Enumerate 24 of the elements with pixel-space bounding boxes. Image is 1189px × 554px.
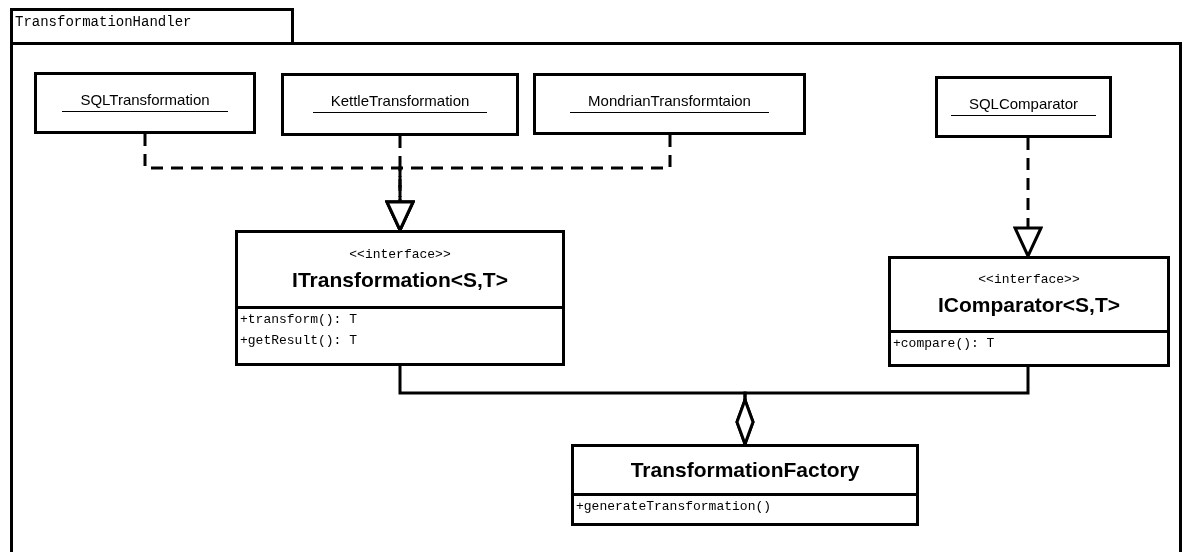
method: +compare(): T xyxy=(893,336,996,351)
stereotype: <<interface>> xyxy=(978,272,1080,287)
package-name: TransformationHandler xyxy=(10,8,294,42)
class-box xyxy=(281,73,519,136)
interface-name: IComparator<S,T> xyxy=(937,293,1121,317)
interface-name: ITransformation<S,T> xyxy=(292,268,508,292)
class-name: TransformationFactory xyxy=(630,458,860,482)
class-box xyxy=(935,76,1112,138)
class-name: MondrianTransformtaion xyxy=(570,91,769,113)
class-name: SQLTransformation xyxy=(62,90,228,112)
class-name: KettleTransformation xyxy=(312,92,488,113)
stereotype: <<interface>> xyxy=(349,247,451,262)
method: +generateTransformation() xyxy=(576,499,773,514)
method: +getResult(): T xyxy=(240,333,359,348)
interface-box xyxy=(235,230,565,366)
class-box xyxy=(571,444,919,526)
class-name: SQLComparator xyxy=(950,94,1097,116)
interface-box xyxy=(888,256,1170,367)
realization-arrow xyxy=(1013,138,1043,258)
method: +transform(): T xyxy=(240,312,359,327)
class-box xyxy=(533,73,806,135)
realization-arrow xyxy=(385,135,672,232)
class-box xyxy=(34,72,256,134)
aggregation-line xyxy=(735,367,1030,446)
